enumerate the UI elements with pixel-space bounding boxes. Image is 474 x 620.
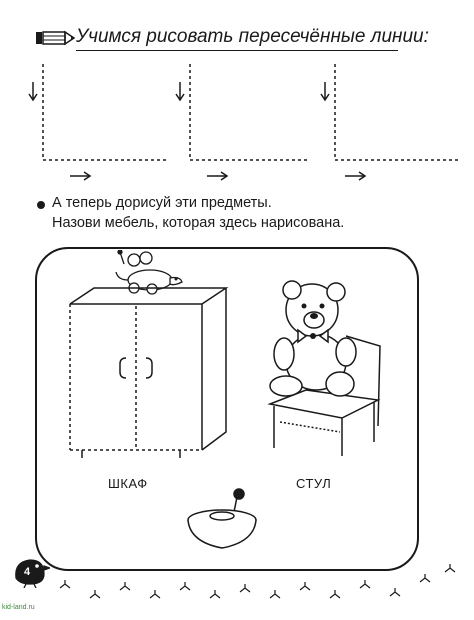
arrow-down-icon [175,82,185,102]
caption-chair: СТУЛ [296,476,332,491]
arrow-down-icon [320,82,330,102]
wardrobe-drawing [69,287,229,458]
caption-wardrobe: ШКАФ [108,476,148,491]
page-number: 4 [24,566,31,578]
spinning-top-icon [187,488,257,549]
arrow-down-icon [28,82,38,102]
drawing-frame [35,247,419,571]
page-number-badge: 4 [10,552,50,588]
trace-corner-1 [42,64,166,161]
title-underline [76,50,398,51]
teddy-bear-on-chair [267,280,381,456]
instruction-line-2: Назови мебель, которая здесь нарисована. [52,215,345,231]
pencil-icon [36,30,76,46]
bird-icon [15,559,50,588]
instruction-line-1: А теперь дорисуй эти предметы. [52,195,272,211]
arrow-right-icon [345,171,367,181]
tracing-exercise [28,64,460,181]
arrow-right-icon [70,171,92,181]
arrow-right-icon [207,171,229,181]
page-title: Учимся рисовать пересечённые линии: [76,26,429,47]
footprints-decoration [59,564,456,599]
trace-corner-2 [189,64,308,161]
bullet-icon [37,201,45,209]
toy-mouse-icon [115,250,183,295]
trace-corner-3 [334,64,460,161]
site-logo: kid-land.ru [2,604,35,611]
